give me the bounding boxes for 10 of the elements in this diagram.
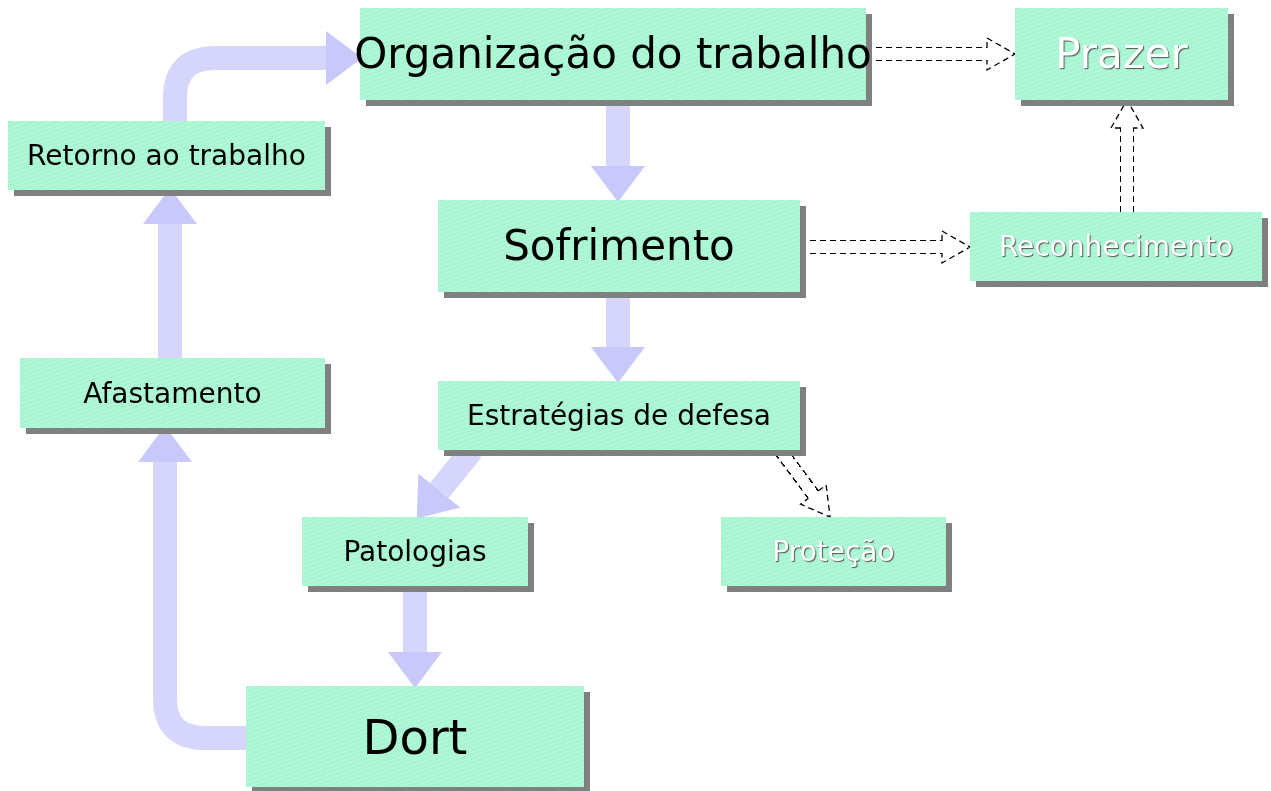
box-label: Sofrimento bbox=[503, 219, 735, 272]
box-label: Organização do trabalho bbox=[354, 27, 872, 80]
box-label: Retorno ao trabalho bbox=[27, 138, 306, 173]
box-label: Reconhecimento bbox=[998, 229, 1234, 264]
box-label: Patologias bbox=[343, 534, 487, 569]
box-label: Dort bbox=[362, 707, 468, 767]
box-label: Prazer bbox=[1055, 27, 1188, 80]
box-label: Estratégias de defesa bbox=[466, 398, 772, 433]
box-label: Afastamento bbox=[83, 375, 262, 411]
box-label: Proteção bbox=[772, 534, 895, 569]
